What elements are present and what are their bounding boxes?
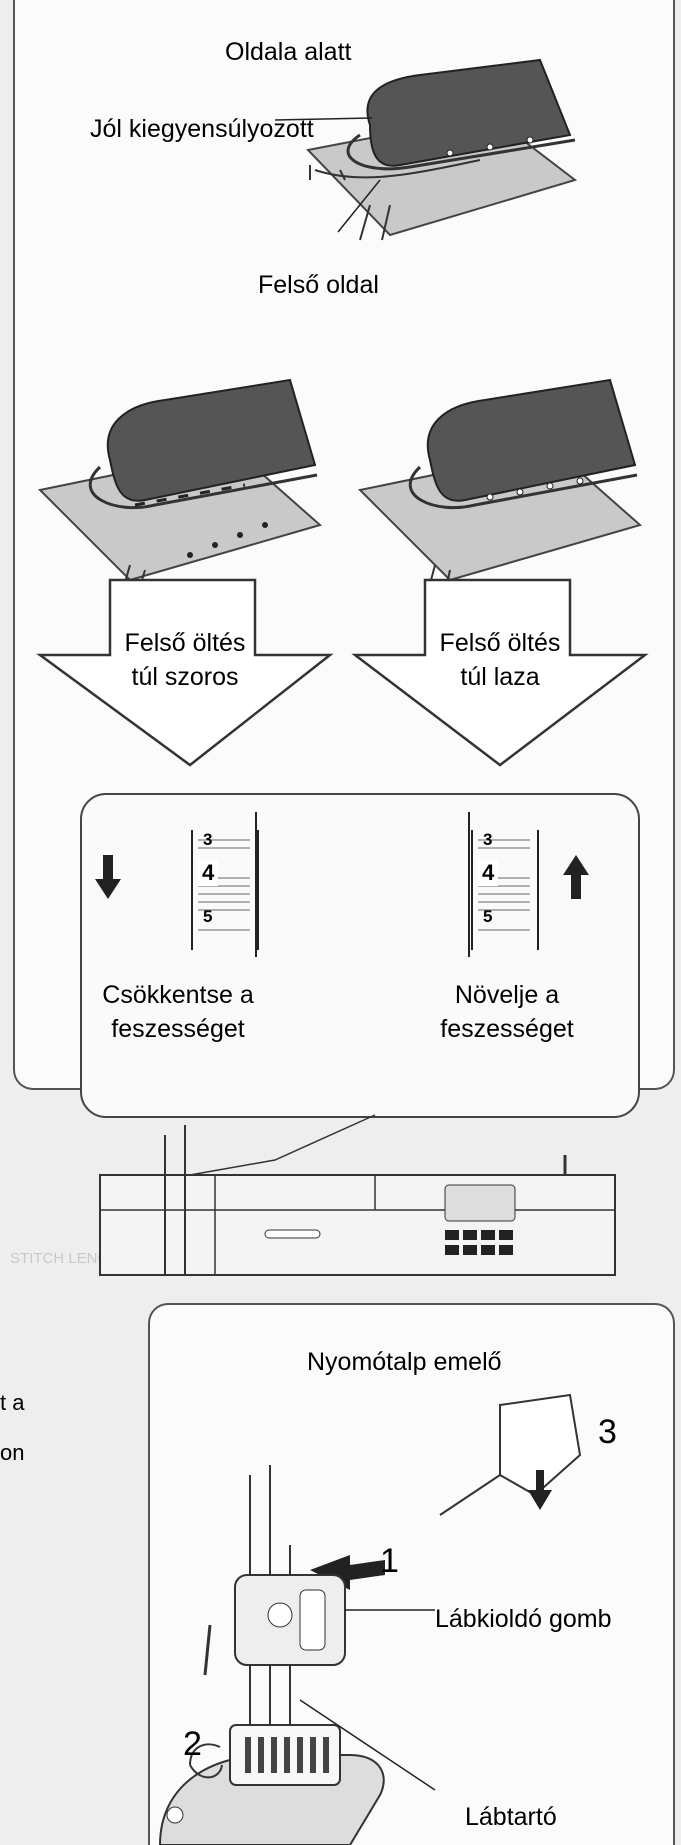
foot-holder-label: Lábtartó [465, 1803, 557, 1831]
arrow-up-icon [563, 855, 589, 899]
under-side-label: Oldala alatt [225, 38, 352, 66]
sewing-machine-illustration [99, 1114, 616, 1276]
too-loose-label: Felső öltés túl laza [439, 629, 561, 691]
dial-left-num-3: 3 [203, 830, 213, 849]
step-number-1: 1 [380, 1542, 399, 1580]
dial-left-num-5: 5 [203, 907, 213, 926]
leader-lines-top [274, 117, 381, 233]
arrow-down-icon [95, 855, 121, 899]
tension-dial-right [471, 830, 539, 950]
dial-left-indicator [255, 812, 257, 957]
too-tight-label: Felső öltés túl szoros [124, 629, 246, 691]
dial-left-num-4: 4 [198, 860, 219, 886]
step-number-3: 3 [598, 1413, 617, 1451]
increase-tension-label: Növelje a feszességet [440, 981, 574, 1043]
down-arrows [36, 578, 649, 767]
presser-foot-illustration [158, 1393, 582, 1845]
well-balanced-label: Jól kiegyensúlyozott [90, 115, 314, 143]
decrease-tension-label: Csökkentse a feszességet [102, 981, 254, 1043]
too-loose-illustration [357, 378, 643, 604]
dial-right-num-4: 4 [478, 860, 499, 886]
dial-right-num-5: 5 [483, 907, 493, 926]
tension-dial-left [191, 830, 259, 950]
upper-side-label: Felső oldal [258, 271, 379, 299]
too-tight-illustration [37, 378, 323, 604]
edge-fragment-2: on [0, 1440, 25, 1465]
balanced-stitch-illustration [305, 58, 578, 241]
presser-lifter-label: Nyomótalp emelő [307, 1348, 502, 1376]
edge-fragment-1: t a [0, 1390, 25, 1415]
dial-right-num-3: 3 [483, 830, 493, 849]
step-number-2: 2 [183, 1725, 202, 1763]
dial-right-indicator [468, 812, 470, 957]
tension-dial-box [80, 793, 640, 1118]
release-button-label: Lábkioldó gomb [435, 1605, 612, 1633]
